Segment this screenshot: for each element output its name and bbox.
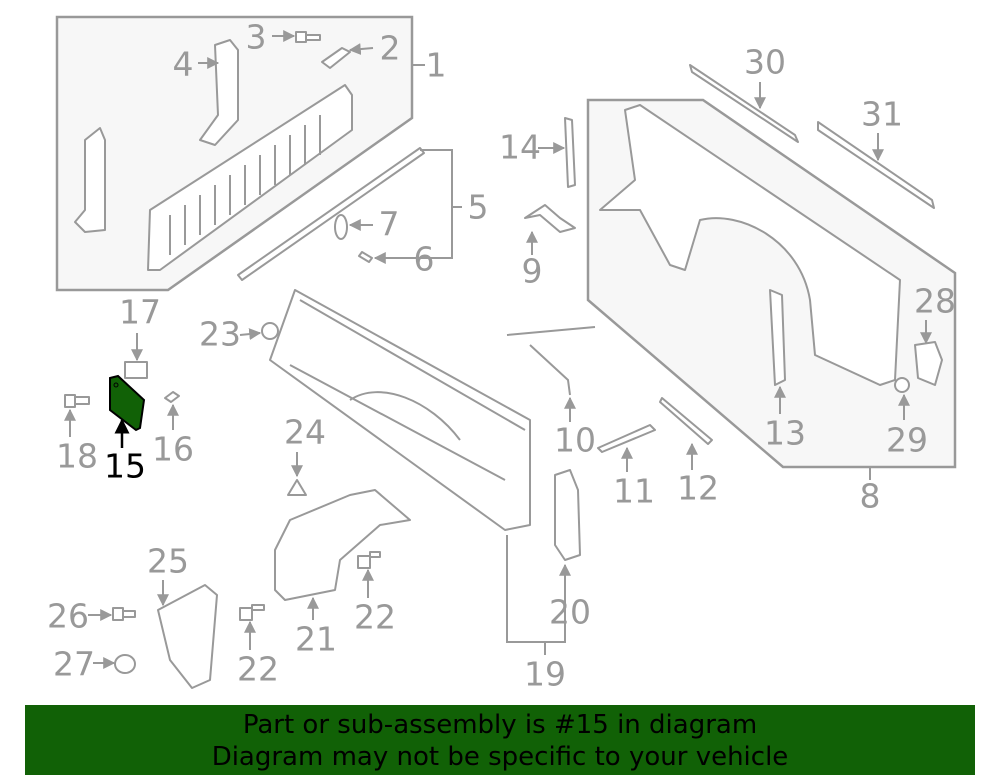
- panel-19-detail: [289, 299, 526, 481]
- part-22a-bolt[interactable]: [357, 551, 381, 569]
- part-14-strip[interactable]: [564, 117, 576, 188]
- callout-6[interactable]: 6: [414, 240, 435, 279]
- leader-lines: [64, 30, 932, 669]
- callout-28[interactable]: 28: [914, 282, 956, 321]
- part-5-seal-strip[interactable]: [237, 147, 425, 281]
- part-13-bracket[interactable]: [769, 289, 786, 386]
- callout-27[interactable]: 27: [53, 645, 95, 684]
- part-21-bracket[interactable]: [274, 489, 411, 601]
- callout-23[interactable]: 23: [199, 315, 241, 354]
- part-17-nut[interactable]: [124, 361, 148, 379]
- callout-14[interactable]: 14: [499, 128, 541, 167]
- callout-31[interactable]: 31: [861, 95, 903, 134]
- part-30-strip[interactable]: [689, 64, 799, 143]
- callout-13[interactable]: 13: [764, 414, 806, 453]
- callout-19[interactable]: 19: [524, 655, 566, 694]
- info-banner: Part or sub-assembly is #15 in diagram D…: [25, 705, 975, 775]
- panel-ribs: [169, 115, 321, 255]
- part-10-rod[interactable]: [506, 326, 596, 396]
- part-3-bolt[interactable]: [295, 31, 321, 43]
- callout-3[interactable]: 3: [246, 18, 267, 57]
- callout-11[interactable]: 11: [613, 472, 655, 511]
- part-11-rod[interactable]: [597, 424, 656, 453]
- callout-16[interactable]: 16: [152, 430, 194, 469]
- callout-2[interactable]: 2: [380, 29, 401, 68]
- callout-7[interactable]: 7: [379, 205, 400, 244]
- panel-group-1: [55, 15, 414, 292]
- part-26-bolt[interactable]: [112, 607, 136, 621]
- part-left-pillar[interactable]: [74, 127, 106, 233]
- callout-22b[interactable]: 22: [237, 650, 279, 689]
- callout-30[interactable]: 30: [744, 43, 786, 82]
- callout-17[interactable]: 17: [119, 293, 161, 332]
- part-23-grommet[interactable]: [261, 322, 279, 340]
- part-29-plug[interactable]: [894, 377, 910, 393]
- banner-line-2: Diagram may not be specific to your vehi…: [211, 742, 789, 772]
- part-18-bolt[interactable]: [64, 394, 90, 408]
- part-6-fastener[interactable]: [358, 251, 373, 263]
- callout-10[interactable]: 10: [554, 421, 596, 460]
- part-20-bracket[interactable]: [554, 469, 581, 561]
- callout-24[interactable]: 24: [284, 413, 326, 452]
- callout-22a[interactable]: 22: [354, 598, 396, 637]
- part-4-bracket[interactable]: [199, 39, 239, 146]
- callout-9[interactable]: 9: [522, 252, 543, 291]
- part-31-strip[interactable]: [817, 121, 935, 209]
- callout-8[interactable]: 8: [860, 477, 881, 516]
- callout-18[interactable]: 18: [56, 437, 98, 476]
- part-9-bracket[interactable]: [524, 204, 576, 233]
- part-15-highlighted-panel[interactable]: [109, 374, 146, 432]
- banner-line-1: Part or sub-assembly is #15 in diagram: [242, 710, 758, 740]
- part-12-rod[interactable]: [659, 397, 713, 445]
- callout-25[interactable]: 25: [147, 542, 189, 581]
- callout-29[interactable]: 29: [886, 421, 928, 460]
- part-25-bracket[interactable]: [157, 584, 218, 689]
- part-22b-bolt[interactable]: [239, 604, 265, 621]
- callout-26[interactable]: 26: [47, 597, 89, 636]
- part-8-fender[interactable]: [599, 104, 901, 386]
- callout-12[interactable]: 12: [677, 469, 719, 508]
- callout-5[interactable]: 5: [468, 188, 489, 227]
- callout-1[interactable]: 1: [426, 46, 447, 85]
- callout-20[interactable]: 20: [549, 593, 591, 632]
- part-19-front-panel[interactable]: [269, 289, 531, 531]
- callout-4[interactable]: 4: [173, 45, 194, 84]
- callout-21[interactable]: 21: [295, 620, 337, 659]
- callout-15-highlighted[interactable]: 15: [104, 447, 146, 486]
- part-7-plug[interactable]: [334, 214, 348, 240]
- part-27-clip[interactable]: [114, 654, 136, 674]
- part-24-clip[interactable]: [287, 479, 307, 496]
- part-15-hole: [113, 382, 119, 388]
- part-16-plug[interactable]: [164, 391, 180, 403]
